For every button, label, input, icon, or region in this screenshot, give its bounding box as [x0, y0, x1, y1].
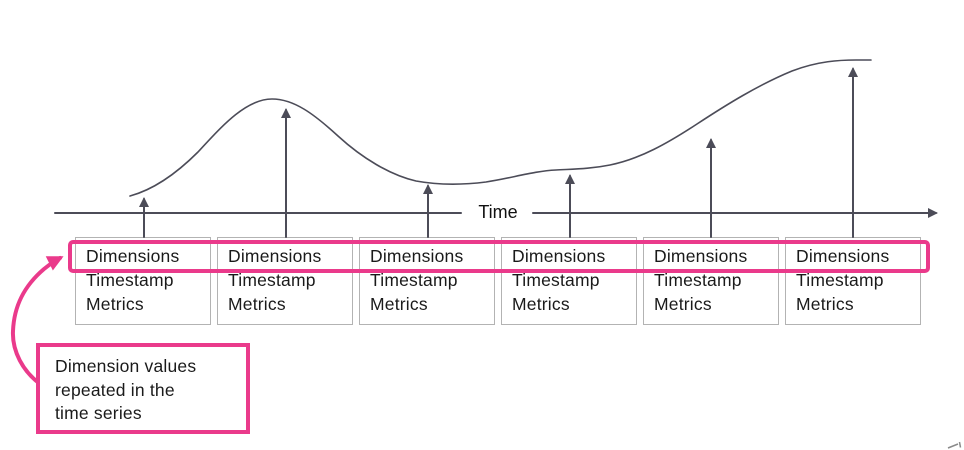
- record-box-2: Dimensions Timestamp Metrics: [217, 237, 353, 325]
- axis-and-arrows-group: [54, 59, 938, 238]
- record-box-5: Dimensions Timestamp Metrics: [643, 237, 779, 325]
- record-field-timestamp: Timestamp: [370, 270, 458, 290]
- record-field-dimensions: Dimensions: [228, 246, 322, 266]
- record-box-3: Dimensions Timestamp Metrics: [359, 237, 495, 325]
- record-field-metrics: Metrics: [86, 294, 144, 314]
- time-axis-label: Time: [478, 202, 518, 222]
- callout-arrow-group: [10, 256, 64, 388]
- record-field-timestamp: Timestamp: [512, 270, 600, 290]
- record-field-metrics: Metrics: [654, 294, 712, 314]
- record-field-timestamp: Timestamp: [654, 270, 742, 290]
- callout-text-line: time series: [55, 403, 142, 423]
- callout-text-line: repeated in the: [55, 379, 175, 400]
- callout-arrow: [10, 256, 64, 388]
- record-field-timestamp: Timestamp: [228, 270, 316, 290]
- record-field-timestamp: Timestamp: [86, 270, 174, 290]
- record-field-metrics: Metrics: [796, 294, 854, 314]
- record-box-1: Dimensions Timestamp Metrics: [75, 237, 211, 325]
- record-box-6: Dimensions Timestamp Metrics: [785, 237, 921, 325]
- dimensions-highlight-band: [68, 240, 930, 273]
- record-field-dimensions: Dimensions: [796, 246, 890, 266]
- record-field-dimensions: Dimensions: [370, 246, 464, 266]
- record-field-metrics: Metrics: [512, 294, 570, 314]
- corner-artifact: [947, 441, 962, 449]
- callout-text-line: Dimension values: [55, 356, 197, 376]
- record-field-metrics: Metrics: [228, 294, 286, 314]
- record-field-timestamp: Timestamp: [796, 270, 884, 290]
- record-field-metrics: Metrics: [370, 294, 428, 314]
- time-series-curve: [129, 59, 872, 197]
- record-field-dimensions: Dimensions: [86, 246, 180, 266]
- record-field-dimensions: Dimensions: [654, 246, 748, 266]
- record-box-4: Dimensions Timestamp Metrics: [501, 237, 637, 325]
- callout-box: Dimension values repeated in the time se…: [36, 343, 250, 434]
- record-field-dimensions: Dimensions: [512, 246, 606, 266]
